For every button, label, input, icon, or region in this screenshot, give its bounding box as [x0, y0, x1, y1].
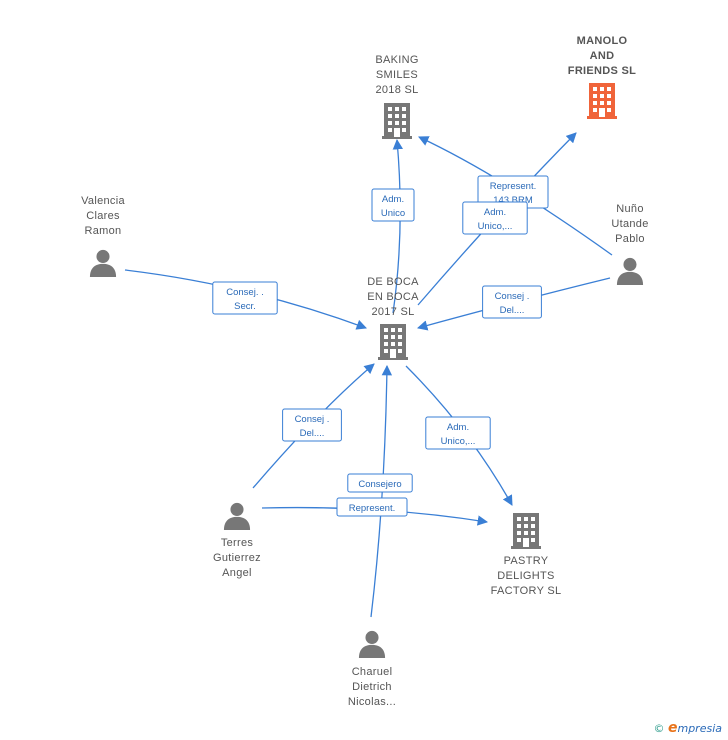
building-icon-highlighted [587, 83, 617, 119]
edge-label-text: Adm. [382, 194, 404, 205]
node-label-line: Clares [86, 210, 120, 222]
person-icon [89, 249, 117, 277]
edge-label-deboca-pastry[interactable]: Adm. Unico,... [425, 416, 491, 450]
edge-label-nuno-deboca[interactable]: Consej . Del.... [482, 285, 542, 319]
edge-label-box [425, 416, 491, 450]
edge-label-terres-deboca[interactable]: Consej . Del.... [282, 408, 342, 442]
node-baking[interactable]: BAKING SMILES 2018 SL [375, 54, 418, 139]
edge-label-text: Secr. [234, 301, 256, 312]
edge-label-box [336, 497, 408, 517]
person-icon [358, 630, 386, 658]
node-label-line: FRIENDS SL [568, 65, 636, 77]
edge-label-text: Unico,... [478, 221, 513, 232]
edge-label-box [462, 201, 528, 235]
edge-label-box [282, 408, 342, 442]
node-deboca[interactable]: DE BOCA EN BOCA 2017 SL [367, 276, 419, 360]
edge-label-box [347, 473, 413, 493]
node-label-line: EN BOCA [367, 291, 419, 303]
nodes-layer: BAKING SMILES 2018 SL MANOLO AND FRIENDS SL DE… [81, 35, 648, 708]
node-charuel[interactable]: CharuelDietrichNicolas... [348, 630, 396, 708]
footer-brand: © empresia [653, 720, 722, 736]
node-label-line: Utande [611, 218, 648, 230]
edge-label-deboca-baking[interactable]: Adm. Unico [371, 188, 415, 222]
brand-logo-e: e [667, 720, 678, 736]
edge-label-text: Unico [381, 208, 405, 219]
brand-logo-text: mpresia [677, 722, 722, 735]
edge-label-box [482, 285, 542, 319]
building-icon [378, 324, 408, 360]
edge-label-text: Consej . [495, 291, 530, 302]
node-label-line: Nicolas... [348, 696, 396, 708]
edge-label-charuel-deboca[interactable]: Consejero [347, 473, 413, 493]
edge-label-deboca-manolo[interactable]: Adm. Unico,... [462, 201, 528, 235]
node-label-line: Gutierrez [213, 552, 261, 564]
node-label-line: DELIGHTS [497, 570, 554, 582]
node-label-line: 2017 SL [371, 306, 414, 318]
building-icon [382, 103, 412, 139]
edge-label-text: Consej. . [226, 287, 264, 298]
edge-charuel-deboca [370, 364, 393, 618]
copyright-icon: © [653, 722, 665, 735]
edge-label-text: Represent. [490, 181, 536, 192]
node-label-line: MANOLO [577, 35, 628, 47]
node-label-line: Pablo [615, 233, 645, 245]
edge-label-text: Del.... [300, 428, 325, 439]
edge-label-box [371, 188, 415, 222]
edge-label-text: Unico,... [441, 436, 476, 447]
node-label-line: Valencia [81, 195, 125, 207]
node-label-line: DE BOCA [367, 276, 419, 288]
edge-label-box [212, 281, 278, 315]
edge-label-text: Consejero [358, 479, 401, 490]
node-label-line: Dietrich [352, 681, 392, 693]
edge-label-text: Consej . [295, 414, 330, 425]
node-label-line: SMILES [376, 69, 418, 81]
node-label-line: PASTRY [504, 555, 549, 567]
node-label-line: FACTORY SL [491, 585, 562, 597]
edge-label-valencia-deboca[interactable]: Consej. . Secr. [212, 281, 278, 315]
node-label-line: Terres [221, 537, 254, 549]
edge-label-text: Adm. [447, 422, 469, 433]
person-icon [616, 257, 644, 285]
edge-label-text: Represent. [349, 503, 395, 514]
node-label-line: AND [590, 50, 615, 62]
edge-deboca-baking [392, 138, 404, 314]
node-label-line: BAKING [375, 54, 418, 66]
edge-label-text: Adm. [484, 207, 506, 218]
node-label-line: 2018 SL [375, 84, 418, 96]
node-pastry[interactable]: PASTRY DELIGHTS FACTORY SL [491, 513, 562, 597]
building-icon [511, 513, 541, 549]
edge-label-terres-pastry[interactable]: Represent. [336, 497, 408, 517]
node-label-line: Angel [222, 567, 252, 579]
edge-label-text: Del.... [500, 305, 525, 316]
person-icon [223, 502, 251, 530]
node-label-line: Nuño [616, 203, 644, 215]
node-label-line: Charuel [352, 666, 393, 678]
node-label-line: Ramon [85, 225, 122, 237]
edge-label-text: 143 BRM [493, 195, 533, 206]
node-manolo[interactable]: MANOLO AND FRIENDS SL [568, 35, 636, 119]
